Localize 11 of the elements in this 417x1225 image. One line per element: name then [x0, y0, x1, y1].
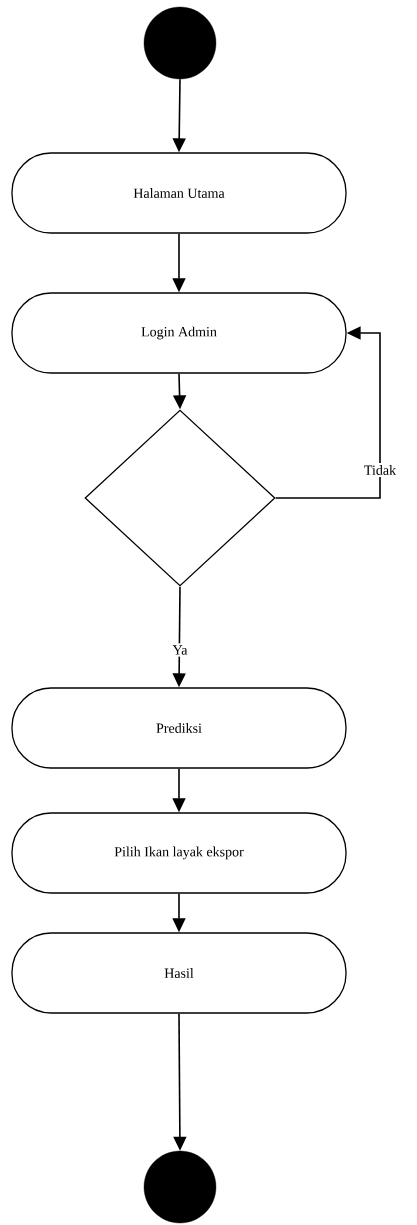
activity-box: Pilih Ikan layak ekspor — [11, 812, 347, 894]
decision-diamond — [84, 409, 276, 587]
activity-box: Halaman Utama — [11, 152, 347, 234]
edge-label: Ya — [170, 643, 190, 657]
edge-label: Tidak — [361, 463, 399, 477]
activity-box: Hasil — [11, 932, 347, 1014]
activity-box: Prediksi — [11, 687, 347, 769]
end-node — [143, 1150, 217, 1224]
start-node — [143, 6, 217, 80]
activity-box: Login Admin — [11, 292, 347, 374]
arrow — [274, 326, 381, 499]
